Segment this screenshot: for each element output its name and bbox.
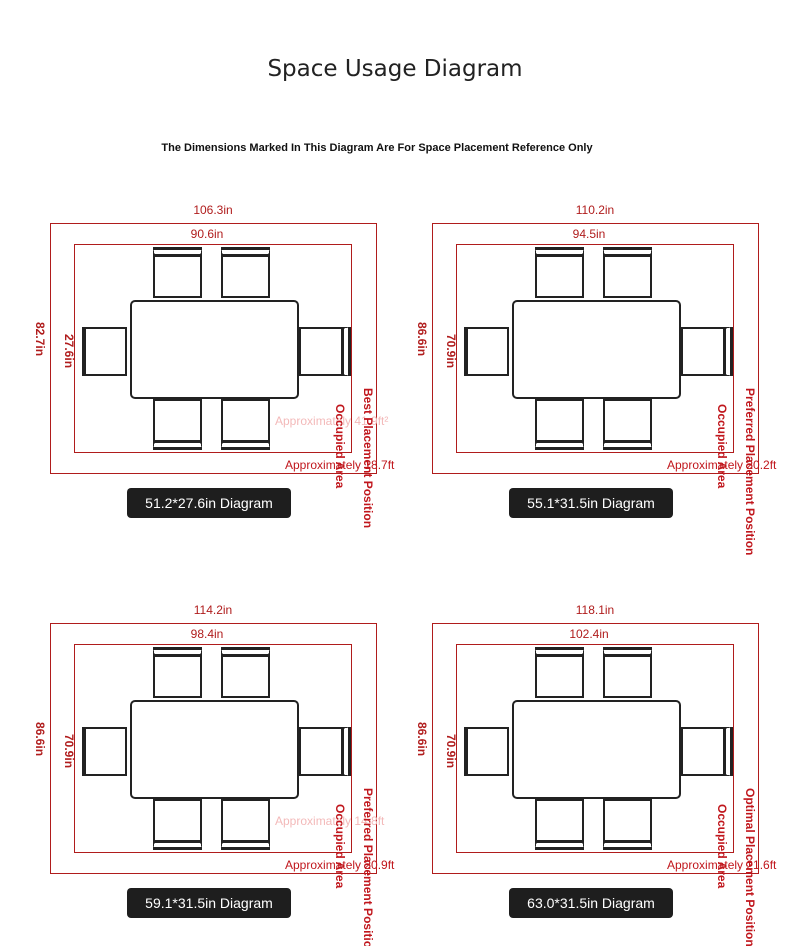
outer-width-label: 110.2in (575, 203, 615, 217)
page-subtitle: The Dimensions Marked In This Diagram Ar… (161, 142, 593, 154)
occupied-area-label: Occupied Area (333, 804, 347, 889)
faint-approx-label: Approximately 41.9ft² (275, 414, 389, 428)
occupied-area-outline (456, 244, 734, 453)
diagram-panel: 110.2in 94.5in 86.6in 70.9in Approximate… (415, 200, 790, 555)
chair-shape (299, 727, 351, 776)
occupied-area-label: Occupied Area (333, 404, 347, 489)
chair-shape (464, 727, 509, 776)
placement-position-label: Optimal Placement Position (743, 788, 757, 946)
occupied-area-label: Occupied Area (715, 804, 729, 889)
chair-shape (464, 327, 509, 376)
diagram-size-label: 63.0*31.5in Diagram (509, 888, 673, 918)
inner-depth-label: 70.9in (444, 734, 458, 769)
diagram-panel: 118.1in 102.4in 86.6in 70.9in Approximat… (415, 600, 790, 946)
chair-shape (153, 647, 202, 698)
inner-depth-label: 70.9in (444, 334, 458, 369)
chair-shape (681, 327, 733, 376)
chair-shape (153, 799, 202, 850)
occupied-area-outline (456, 644, 734, 853)
chair-shape (535, 399, 584, 450)
chair-shape (603, 647, 652, 698)
occupied-area-outline (74, 644, 352, 853)
inner-width-label: 90.6in (190, 227, 224, 241)
outer-width-label: 106.3in (193, 203, 233, 217)
occupied-area-label: Occupied Area (715, 404, 729, 489)
occupied-area-outline (74, 244, 352, 453)
approx-size-label: Approximately 18.7ft (285, 458, 395, 472)
chair-shape (681, 727, 733, 776)
chair-shape (535, 647, 584, 698)
placement-area-outline (432, 223, 759, 474)
chair-shape (82, 327, 127, 376)
outer-width-label: 114.2in (193, 603, 233, 617)
outer-depth-label: 86.6in (33, 722, 47, 757)
inner-width-label: 102.4in (569, 627, 609, 641)
chair-shape (603, 247, 652, 298)
table-shape (130, 300, 299, 399)
inner-depth-label: 27.6in (62, 334, 76, 369)
chair-shape (603, 399, 652, 450)
chair-shape (535, 247, 584, 298)
approx-size-label: Approximately 20.2ft (667, 458, 777, 472)
table-shape (512, 700, 681, 799)
chair-shape (603, 799, 652, 850)
chair-shape (221, 399, 270, 450)
placement-position-label: Preferred Placement Position (361, 788, 375, 946)
approx-size-label: Approximately 21.6ft (667, 858, 777, 872)
table-shape (130, 700, 299, 799)
chair-shape (221, 247, 270, 298)
placement-area-outline (50, 623, 377, 874)
outer-depth-label: 82.7in (33, 322, 47, 357)
faint-approx-label: Approximately 14.8ft (275, 814, 385, 828)
placement-position-label: Best Placement Position (361, 388, 375, 529)
diagram-size-label: 59.1*31.5in Diagram (127, 888, 291, 918)
inner-depth-label: 70.9in (62, 734, 76, 769)
placement-area-outline (50, 223, 377, 474)
chair-shape (153, 399, 202, 450)
approx-size-label: Approximately 20.9ft (285, 858, 395, 872)
diagram-size-label: 51.2*27.6in Diagram (127, 488, 291, 518)
placement-position-label: Preferred Placement Position (743, 388, 757, 556)
chair-shape (221, 799, 270, 850)
outer-width-label: 118.1in (575, 603, 615, 617)
placement-area-outline (432, 623, 759, 874)
inner-width-label: 94.5in (572, 227, 606, 241)
table-shape (512, 300, 681, 399)
chair-shape (535, 799, 584, 850)
inner-width-label: 98.4in (190, 627, 224, 641)
diagram-size-label: 55.1*31.5in Diagram (509, 488, 673, 518)
page-title: Space Usage Diagram (267, 56, 523, 82)
outer-depth-label: 86.6in (415, 322, 429, 357)
diagram-panel: 114.2in 98.4in 86.6in 70.9in Approximate… (33, 600, 410, 946)
chair-shape (299, 327, 351, 376)
diagram-panel: 106.3in 90.6in 82.7in 27.6in Approximate… (33, 200, 410, 546)
chair-shape (221, 647, 270, 698)
chair-shape (82, 727, 127, 776)
chair-shape (153, 247, 202, 298)
outer-depth-label: 86.6in (415, 722, 429, 757)
